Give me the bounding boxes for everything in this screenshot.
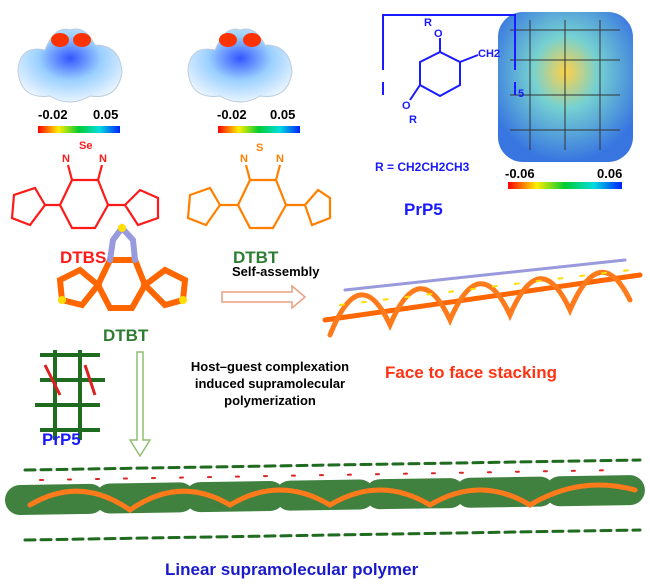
- prp5-atom-r-top: R: [424, 17, 432, 29]
- dtbt-scale-max: 0.05: [270, 107, 296, 122]
- prp5-r-definition: R = CH2CH2CH3: [375, 160, 470, 174]
- prp5-3d-model: [35, 350, 105, 440]
- dtbt-label: DTBT: [233, 248, 279, 267]
- colorbar-prp5: [508, 182, 622, 189]
- esp-map-prp5: [498, 12, 633, 162]
- self-assembly-arrow: [221, 284, 307, 310]
- complexation-line-2: induced supramolecular: [194, 376, 346, 391]
- prp5-label: PrP5: [404, 200, 443, 219]
- colorbar-dtbs: [38, 126, 120, 133]
- scheme-dtbt-label: DTBT: [103, 326, 149, 345]
- complexation-line-1: Host–guest complexation: [190, 359, 350, 374]
- prp5-atom-o-bottom: O: [402, 100, 411, 112]
- complexation-line-3: polymerization: [224, 393, 316, 408]
- stacking-label: Face to face stacking: [385, 363, 557, 382]
- prp5-scale-max: 0.06: [597, 166, 623, 181]
- esp-map-dtbt: [187, 28, 293, 103]
- dtbs-atom-n2: N: [99, 153, 107, 165]
- dtbt-3d-model: [56, 223, 189, 311]
- self-assembly-label: Self-assembly: [232, 264, 320, 279]
- esp-map-dtbs: [17, 28, 123, 103]
- dtbs-scale-max: 0.05: [93, 107, 119, 122]
- complexation-label: Host–guest complexation induced supramol…: [155, 358, 385, 409]
- prp5-repeat-n: 5: [518, 88, 525, 100]
- dtbt-atom-s: S: [256, 142, 264, 154]
- dtbt-scale-min: -0.02: [217, 107, 247, 122]
- dtbs-structure: [10, 164, 160, 230]
- prp5-ch2: CH2: [478, 48, 501, 60]
- colorbar-dtbt: [218, 126, 300, 133]
- scheme-prp5-label: PrP5: [42, 430, 81, 449]
- dtbs-atom-se: Se: [79, 140, 93, 152]
- polymer-label: Linear supramolecular polymer: [165, 560, 419, 579]
- face-to-face-stack: [322, 258, 643, 338]
- dtbt-structure: [186, 164, 332, 230]
- dtbt-atom-n1: N: [240, 153, 248, 165]
- dtbt-atom-n2: N: [276, 153, 284, 165]
- dtbs-scale-min: -0.02: [38, 107, 68, 122]
- prp5-atom-o-top: O: [434, 28, 443, 40]
- prp5-structure: [382, 14, 516, 101]
- linear-polymer: [5, 458, 650, 542]
- complexation-arrow: [128, 351, 152, 458]
- prp5-scale-min: -0.06: [505, 166, 535, 181]
- dtbs-label: DTBS: [60, 248, 107, 267]
- dtbs-atom-n1: N: [62, 153, 70, 165]
- prp5-atom-r-bottom: R: [409, 114, 417, 126]
